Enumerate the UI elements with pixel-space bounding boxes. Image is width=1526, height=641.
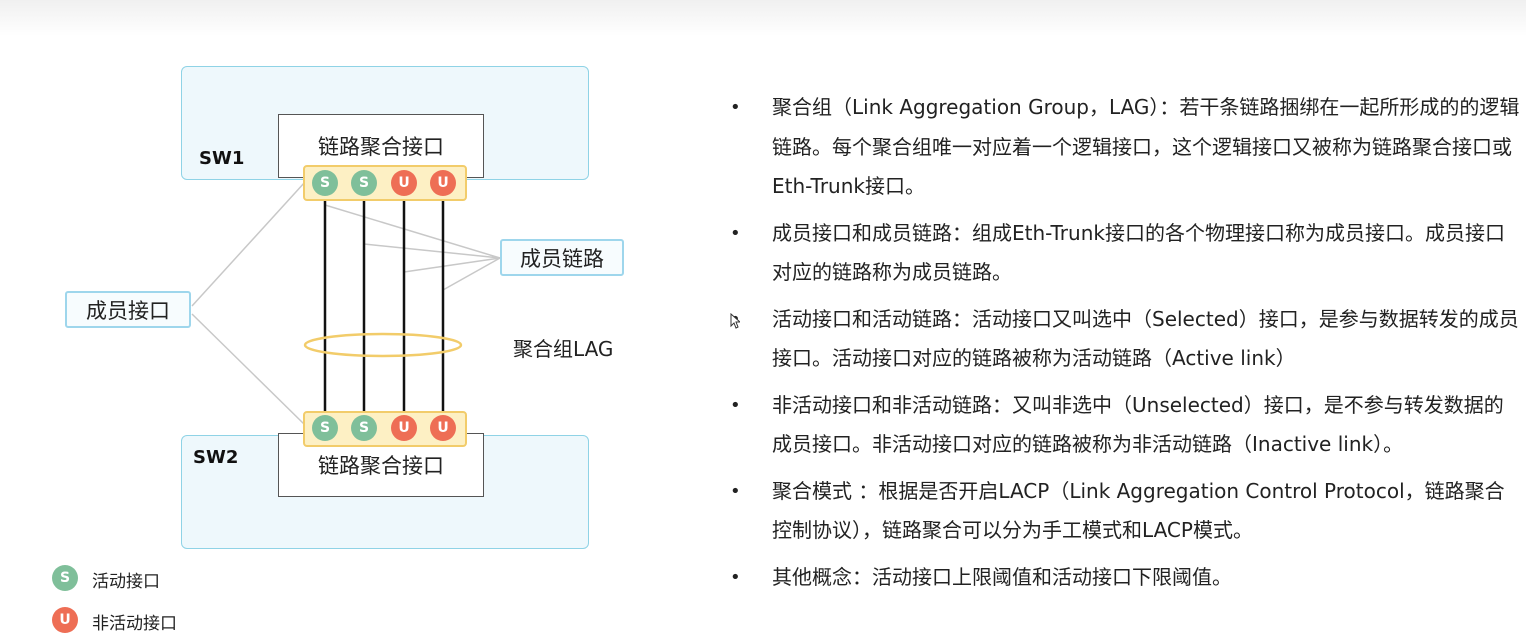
bullet-text-active: 活动接口和活动链路：活动接口又叫选中（Selected）接口，是参与数据转发的成… [772,306,1519,371]
legend-inactive-icon: U [52,607,78,633]
mouse-cursor-icon [730,313,740,329]
bullet-text-member: 成员接口和成员链路：组成Eth-Trunk接口的各个物理接口称为成员接口。成员接… [772,220,1505,285]
bullet-text-inactive: 非活动接口和非活动链路：又叫非选中（Unselected）接口，是不参与转发数据… [772,392,1504,457]
legend-active-label: 活动接口 [92,572,160,592]
sw2-label: SW2 [193,447,239,468]
member-link-callout: 成员链路 [500,239,624,276]
bullet-icon: • [730,222,741,244]
bullet-icon: • [730,566,741,588]
sw2-port-3-inactive: U [391,415,417,441]
sw2-port-2-active: S [351,415,377,441]
top-bar [0,0,1526,36]
sw1-port-3-inactive: U [391,170,417,196]
sw2-port-4-inactive: U [430,415,456,441]
list-item: • 成员接口和成员链路：组成Eth-Trunk接口的各个物理接口称为成员接口。成员… [730,214,1520,293]
bullet-text-mode: 聚合模式 ：根据是否开启LACP（Link Aggregation Contro… [772,478,1505,543]
sw1-port-4-inactive: U [430,170,456,196]
sw1-port-1-active: S [312,170,338,196]
legend-inactive-label: 非活动接口 [92,614,177,634]
bullet-text-lag: 聚合组（Link Aggregation Group，LAG）：若干条链路捆绑在… [772,95,1520,198]
list-item: •活动接口和活动链路：活动接口又叫选中（Selected）接口，是参与数据转发的… [730,300,1520,379]
list-item: • 非活动接口和非活动链路：又叫非选中（Unselected）接口，是不参与转发数… [730,386,1520,465]
bullet-icon: • [730,480,741,502]
legend-active-icon: S [52,565,78,591]
list-item: • 其他概念：活动接口上限阈值和活动接口下限阈值。 [730,558,1520,598]
bullet-text-other: 其他概念：活动接口上限阈值和活动接口下限阈值。 [772,564,1232,589]
list-item: • 聚合模式 ：根据是否开启LACP（Link Aggregation Contr… [730,472,1520,551]
bullet-icon: • [730,394,741,416]
lag-label: 聚合组LAG [513,337,614,361]
member-port-callout: 成员接口 [65,291,191,328]
sw1-label: SW1 [199,148,245,169]
bullet-icon: • [730,97,741,118]
concept-list: • 聚合组（Link Aggregation Group，LAG）：若干条链路捆绑… [730,88,1520,604]
list-item: • 聚合组（Link Aggregation Group，LAG）：若干条链路捆绑… [730,88,1520,207]
sw1-port-2-active: S [351,170,377,196]
sw2-port-1-active: S [312,415,338,441]
